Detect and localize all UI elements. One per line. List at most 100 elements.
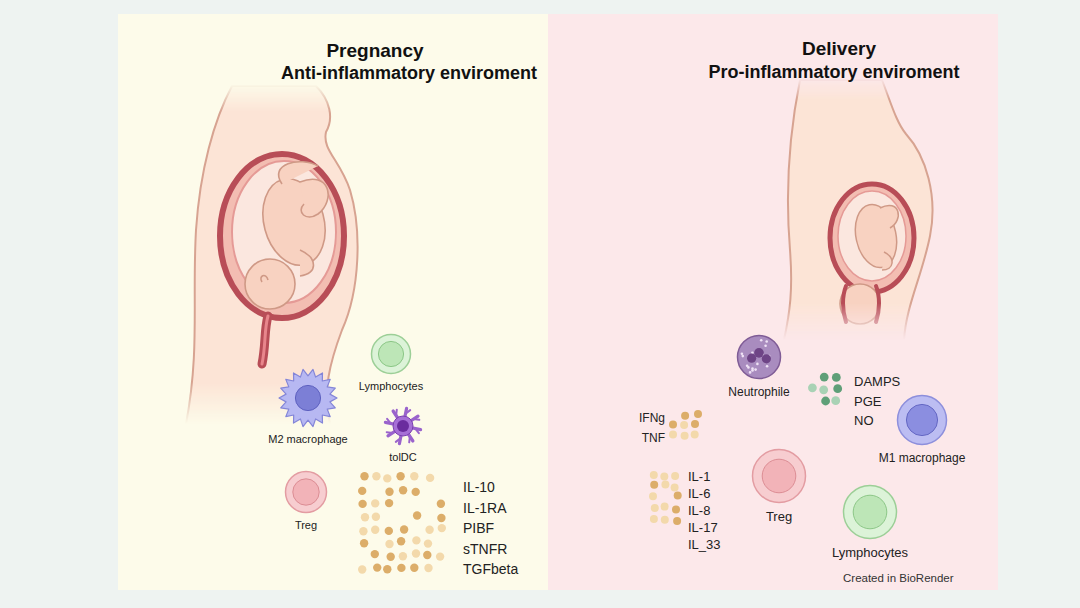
panel-title: Pro-inflammatory enviroment	[708, 62, 959, 83]
cell-granule	[756, 363, 759, 366]
cell-granule	[751, 367, 754, 370]
cell-membrane	[898, 396, 947, 445]
panel-ground-right	[548, 14, 998, 590]
cytokine-dot	[385, 488, 393, 496]
cytokine-dot	[669, 421, 677, 429]
cytokine-dot	[383, 474, 391, 482]
cytokine-dot	[410, 564, 418, 572]
fetus-head	[245, 259, 295, 309]
cytokine-dot	[359, 527, 367, 535]
cytokine-dot	[694, 410, 702, 418]
cell-membrane	[372, 335, 411, 374]
cytokine-dot	[671, 483, 679, 491]
nucleus-lobe	[762, 354, 771, 363]
cytokine-dot	[650, 471, 658, 479]
cytokine-dot	[385, 499, 393, 507]
cytokine-cluster: IL-10IL-1RAPIBFsTNFRTGFbeta	[358, 472, 519, 580]
cell-label: Treg	[749, 509, 809, 525]
torso-outline	[784, 80, 933, 340]
cytokine-dot	[680, 421, 688, 429]
cell-dendrite	[413, 418, 419, 421]
cytokine-name: IL-6	[688, 485, 721, 502]
cytokine-dot	[383, 565, 391, 573]
panel: DeliveryPro-inflammatory enviromentNeutr…	[548, 14, 998, 590]
cell-membrane	[844, 486, 897, 539]
cytokine-list: DAMPSPGENO	[854, 372, 901, 431]
cytokine-dot	[660, 472, 668, 480]
cell-dendrite	[387, 419, 391, 424]
cytokine-dots	[358, 472, 455, 578]
cell-nucleus	[293, 479, 319, 505]
cytokine-dot	[424, 564, 432, 572]
cytokine-dot	[651, 504, 659, 512]
cytokine-name: PGE	[854, 392, 901, 412]
panel: PregnancyAnti-inflammatory enviromentLym…	[118, 14, 548, 590]
cytokine-dot	[661, 516, 669, 524]
panel-title: Pregnancy	[326, 40, 423, 62]
cytokine-name: IFNg	[638, 408, 665, 428]
cytokine-dot	[437, 514, 445, 522]
cytokine-dot	[424, 539, 432, 547]
cell-label: Lymphocytes	[828, 545, 913, 561]
cytokine-dot	[412, 488, 420, 496]
baby-head	[840, 284, 880, 324]
cytokine-dot	[387, 553, 395, 561]
cytokine-dot	[412, 549, 420, 557]
panel-title: Delivery	[802, 38, 876, 60]
macrophage-cell: M1 macrophage	[875, 394, 970, 465]
cell-dendrite	[396, 438, 401, 442]
cytokine-dot	[399, 486, 407, 494]
cell-granule	[760, 339, 763, 342]
cytokine-dot	[425, 526, 433, 534]
cell-nucleus	[853, 495, 887, 529]
cell-nucleus	[397, 420, 409, 432]
cell-granule	[754, 368, 757, 371]
dendritic-cell: tolDC	[381, 406, 425, 464]
cytokine-name: TGFbeta	[463, 559, 519, 580]
cytokine-cluster: DAMPSPGENO	[808, 372, 901, 431]
cytokine-dot	[385, 527, 393, 535]
torso-outline	[186, 86, 358, 424]
cell-label: M2 macrophage	[264, 433, 352, 446]
cytokine-dot	[385, 540, 393, 548]
cell-label: Lymphocytes	[355, 380, 428, 393]
lymphocyte-cell: Lymphocytes	[828, 484, 913, 561]
cytokine-name: IL-1	[688, 468, 721, 485]
lymphocyte-cell: Lymphocytes	[355, 333, 428, 393]
cytokine-name: DAMPS	[854, 372, 901, 392]
cell-nucleus	[378, 341, 403, 366]
birth-canal	[876, 286, 879, 322]
cell-icon	[751, 448, 807, 504]
cytokine-dot	[426, 474, 434, 482]
cell-nucleus	[295, 385, 320, 410]
cytokine-name: IL_33	[688, 536, 721, 553]
cytokine-dots	[808, 372, 846, 412]
cytokine-dot	[436, 552, 444, 560]
cytokine-dot	[360, 472, 368, 480]
cytokine-dot	[672, 506, 680, 514]
cell-icon	[370, 333, 412, 375]
cell-dendrite	[395, 410, 398, 416]
cytokine-dot	[396, 472, 404, 480]
cell-granule	[766, 365, 769, 368]
cytokine-dot	[373, 563, 381, 571]
cytokine-name: NO	[854, 411, 901, 431]
nucleus-lobe	[754, 348, 764, 358]
cell-granule	[765, 340, 768, 343]
cell-icon	[842, 484, 898, 540]
cytokine-name: PIBF	[463, 518, 519, 539]
cervix-inner	[262, 316, 268, 364]
cytokine-name: IL-17	[688, 519, 721, 536]
baby-arm	[882, 252, 892, 270]
cytokine-dots	[669, 409, 706, 442]
cytokine-dot	[399, 552, 407, 560]
cell-icon	[896, 394, 948, 446]
cytokine-dot	[691, 420, 699, 428]
baby-body	[850, 201, 902, 272]
cytokine-dot	[358, 487, 366, 495]
cytokine-dot	[397, 564, 405, 572]
cell-body	[393, 416, 413, 436]
cytokine-dot	[808, 383, 817, 392]
